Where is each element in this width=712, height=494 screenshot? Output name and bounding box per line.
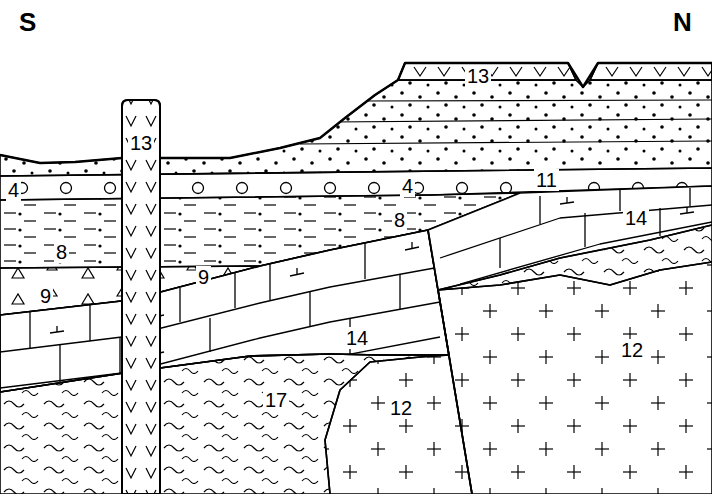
unit-number: 12 — [388, 397, 414, 419]
unit-number: 13 — [465, 65, 491, 87]
unit-number: 14 — [623, 207, 649, 229]
unit-number: 9 — [38, 285, 53, 307]
unit-number: 14 — [344, 327, 370, 349]
unit-number: 13 — [128, 132, 154, 154]
unit-number: 12 — [619, 339, 645, 361]
unit-number: 4 — [6, 179, 21, 201]
unit-number: 9 — [196, 266, 211, 288]
unit-number: 11 — [534, 169, 559, 191]
unit-number: 8 — [392, 209, 407, 231]
compass-letter: N — [671, 8, 694, 36]
unit-number: 8 — [54, 241, 69, 263]
compass-letter: S — [17, 8, 38, 36]
unit-number: 4 — [400, 175, 415, 197]
unit-number: 17 — [263, 389, 289, 411]
